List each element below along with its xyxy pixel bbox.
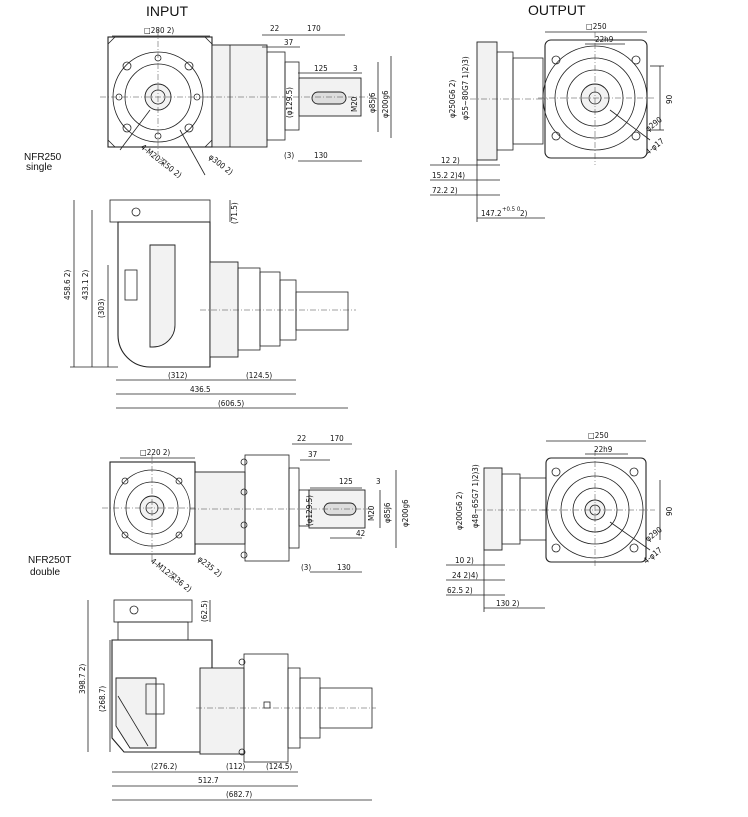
dim-bolts: 4-M20深50 2) (139, 142, 184, 180)
input-header: INPUT (146, 3, 188, 19)
side-458-6: 458.6 2) (63, 270, 72, 300)
side-312: (312) (168, 371, 188, 380)
dim-22: 22 (270, 24, 279, 33)
dim-170: 170 (307, 24, 321, 33)
dim-129-5: (φ129.5) (285, 87, 294, 118)
dbl-side-62-5: (62.5) (200, 600, 209, 622)
dbl-out-90: 90 (665, 506, 674, 516)
out-tol-note: 2) (520, 209, 528, 218)
side-433-1: 433.1 2) (81, 270, 90, 300)
dbl-side-398-7: 398.7 2) (78, 664, 87, 694)
dbl-130: 130 (337, 563, 351, 572)
model-name-double: NFR250T (28, 555, 71, 566)
dbl-pcd: φ235 2) (196, 554, 224, 579)
dbl-out-bore: φ48~65G7 1)2)3) (471, 464, 480, 528)
out-bore: φ55~80G7 1)2)3) (461, 56, 470, 120)
dbl-side-112: (112) (226, 762, 246, 771)
dbl-37: 37 (308, 450, 317, 459)
model-name-single: NFR250 (24, 152, 62, 163)
dbl-out-130: 130 2) (496, 599, 520, 608)
dbl-out-pilot: φ200G6 2) (455, 492, 464, 531)
out-key: 22h9 (595, 35, 614, 44)
dbl-3-paren: (3) (301, 563, 311, 572)
dim-3-paren: (3) (284, 151, 294, 160)
out-72-2: 72.2 2) (432, 186, 458, 195)
dim-37: 37 (284, 38, 293, 47)
dim-pcd: φ300 2) (207, 152, 235, 177)
dbl-out-62-5: 62.5 2) (447, 586, 473, 595)
dim-flange-square: □280 2) (144, 26, 174, 35)
dbl-out-24: 24 2)4) (452, 571, 478, 580)
dbl-170: 170 (330, 434, 344, 443)
dbl-out-pcd: φ290 (644, 525, 664, 544)
double-side-view (87, 599, 376, 801)
dbl-m20: M20 (367, 505, 376, 521)
dbl-42: 42 (356, 529, 365, 538)
dbl-side-512-7: 512.7 (198, 776, 219, 785)
side-124-5: (124.5) (246, 371, 272, 380)
dbl-129-5: (φ129.5) (305, 495, 314, 526)
single-side-view (70, 199, 356, 409)
dbl-22: 22 (297, 434, 306, 443)
dbl-out-square: □250 (588, 431, 609, 440)
side-303: (303) (97, 298, 106, 318)
out-pilot: φ250G6 2) (448, 80, 457, 119)
dbl-200g6: φ200g6 (401, 499, 410, 527)
dbl-85j6: φ85j6 (383, 502, 392, 523)
out-147-2: 147.2 (481, 209, 502, 218)
side-436-5: 436.5 (190, 385, 211, 394)
dbl-flange-square: □220 2) (140, 448, 170, 457)
dim-125: 125 (314, 64, 328, 73)
dbl-side-124-5: (124.5) (266, 762, 292, 771)
dbl-3: 3 (376, 477, 381, 486)
dbl-125: 125 (339, 477, 353, 486)
dim-85j6: φ85j6 (368, 92, 377, 113)
dim-130: 130 (314, 151, 328, 160)
dbl-out-holes: 4-φ17 (642, 546, 664, 566)
out-12: 12 2) (441, 156, 460, 165)
single-input-view (100, 30, 392, 176)
dbl-side-682-7: (682.7) (226, 790, 252, 799)
double-output-view (446, 440, 661, 612)
double-input-view (102, 443, 397, 573)
dbl-side-276-2: (276.2) (151, 762, 177, 771)
dbl-bolts: 4-M12深36 2) (149, 556, 194, 594)
dim-m20: M20 (350, 96, 359, 112)
side-71-5: (71.5) (230, 202, 239, 224)
dbl-side-268-7: (268.7) (98, 686, 107, 712)
dbl-out-10: 10 2) (455, 556, 474, 565)
single-output-view (430, 31, 664, 222)
model-type-double: double (30, 567, 60, 578)
out-square: □250 (586, 22, 607, 31)
dbl-out-key: 22h9 (594, 445, 613, 454)
out-15-2: 15.2 2)4) (432, 171, 465, 180)
model-type-single: single (26, 162, 53, 173)
out-tol: +0.5 0 (502, 206, 521, 213)
dim-3: 3 (353, 64, 358, 73)
output-header: OUTPUT (528, 2, 586, 18)
out-90: 90 (665, 94, 674, 104)
dim-200g6: φ200g6 (381, 90, 390, 118)
side-606-5: (606.5) (218, 399, 244, 408)
